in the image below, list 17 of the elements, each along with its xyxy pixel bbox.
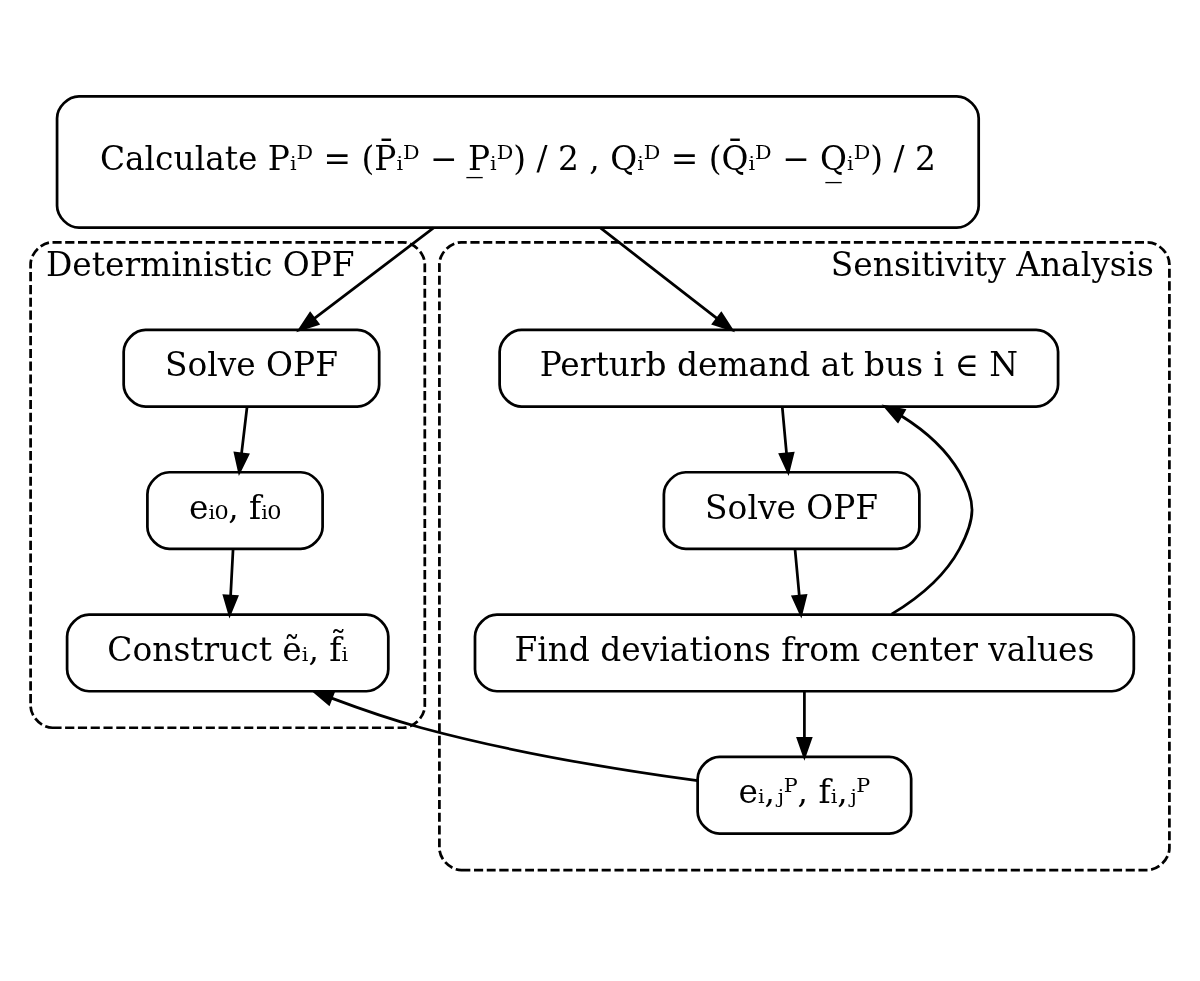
arrow: [790, 549, 808, 619]
arrow: [310, 689, 698, 783]
node-box: Construct ẽᵢ, f̃ᵢ: [65, 613, 390, 693]
node-box: Perturb demand at bus i ∈ N: [498, 328, 1060, 408]
arrow: [222, 549, 239, 619]
node-box: Find deviations from center values: [473, 613, 1136, 693]
arrow: [599, 226, 736, 333]
node-box: Calculate Pᵢᴰ = (P̄ᵢᴰ − P̲ᵢᴰ) / 2 , Qᵢᴰ = (Q̄ᵢᴰ − Q̲ᵢᴰ) / 2: [55, 94, 981, 230]
node-box: eᵢ₀, fᵢ₀: [146, 470, 324, 551]
arrow: [778, 407, 795, 477]
arrow: [881, 404, 974, 616]
arrow: [796, 691, 813, 761]
arrow: [296, 226, 435, 333]
node-box: eᵢ,ⱼᴾ, fᵢ,ⱼᴾ: [696, 755, 913, 835]
arrow: [233, 407, 250, 477]
node-box: Solve OPF: [662, 470, 921, 551]
node-box: Solve OPF: [122, 328, 381, 408]
